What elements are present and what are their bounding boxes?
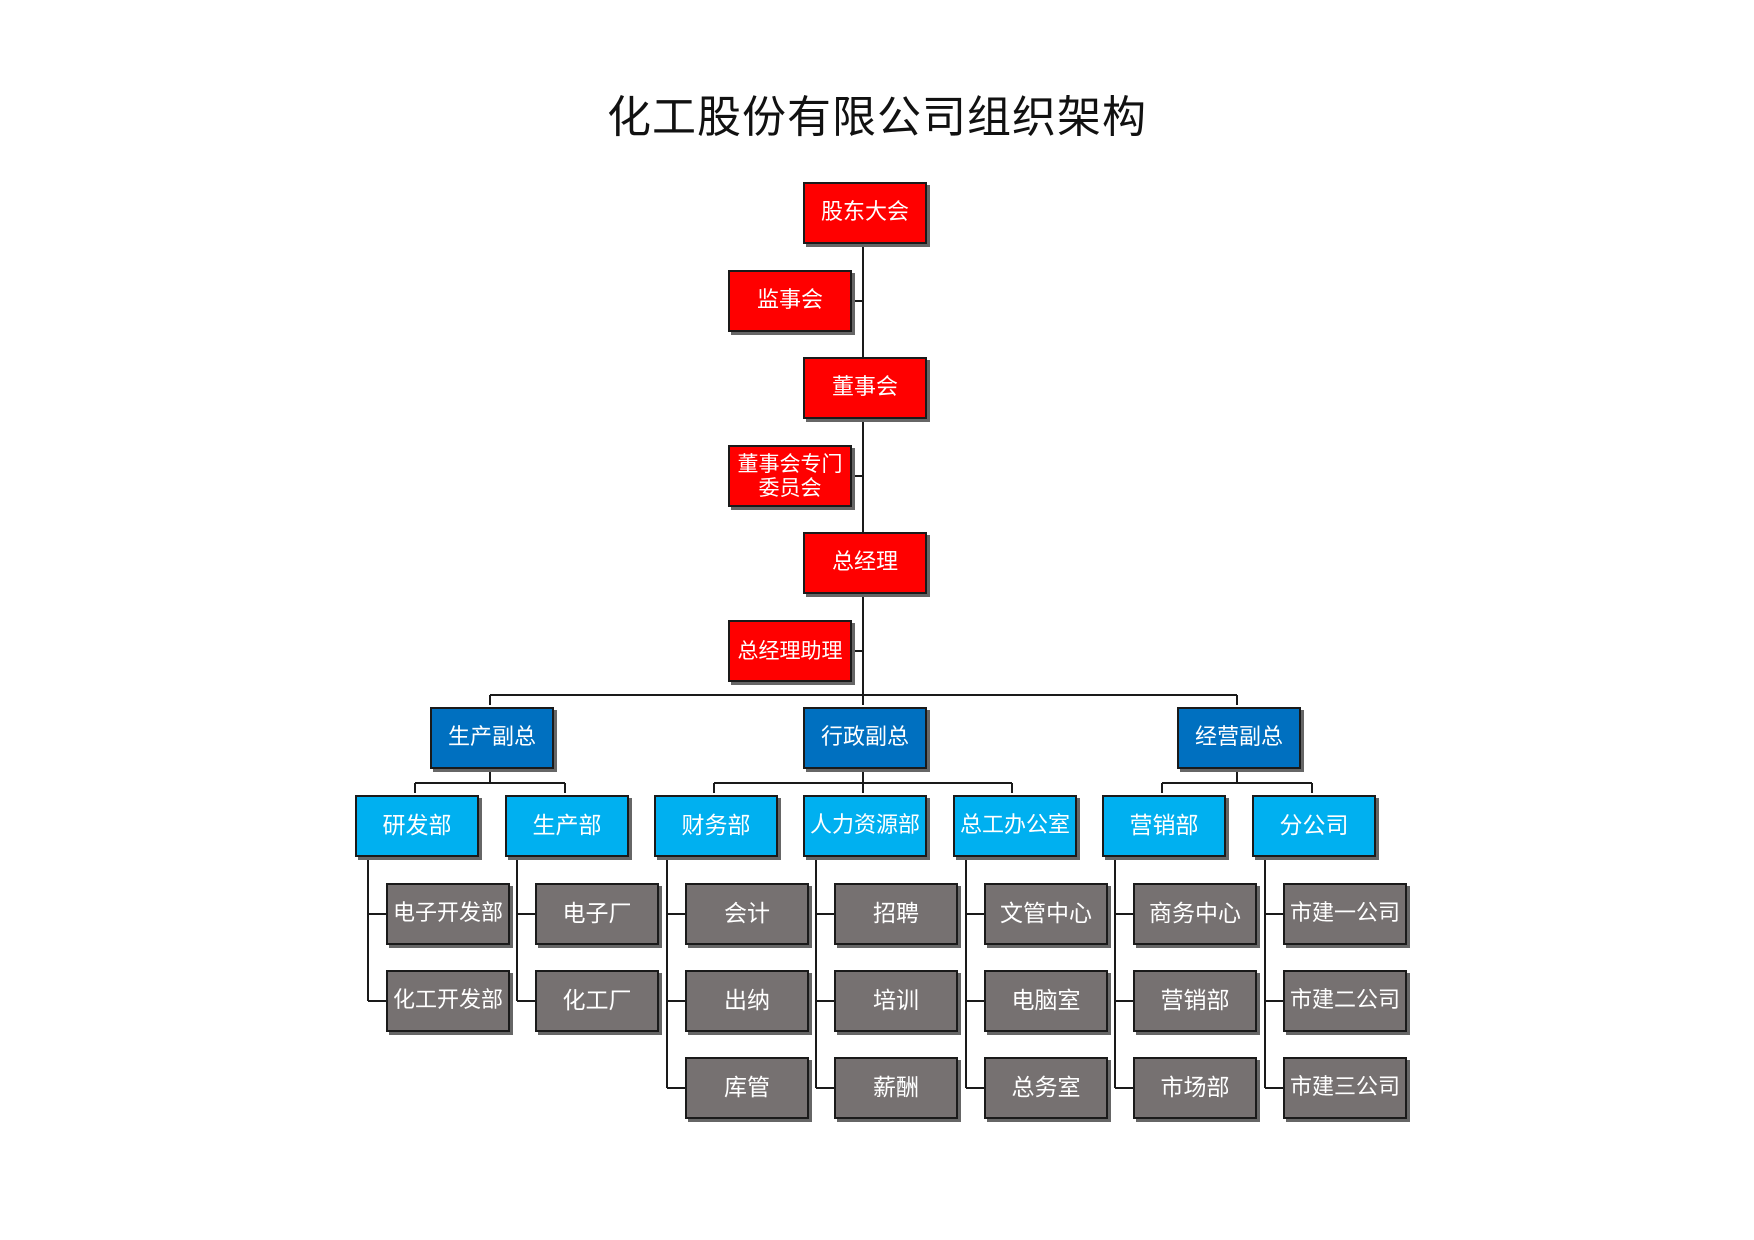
node-label: 文管中心 xyxy=(1000,900,1092,927)
shareholders-meeting-node: 股东大会 xyxy=(803,182,927,244)
market-dept-node: 市场部 xyxy=(1133,1057,1257,1119)
node-label: 行政副总 xyxy=(820,725,909,751)
gm-assistant-node: 总经理助理 xyxy=(728,620,852,682)
chart-title: 化工股份有限公司组织架构 xyxy=(607,92,1147,143)
business-center-node: 商务中心 xyxy=(1133,883,1257,945)
production-dept-node: 生产部 xyxy=(505,795,629,857)
hr-dept-node: 人力资源部 xyxy=(803,795,927,857)
node-label: 商务中心 xyxy=(1149,900,1241,927)
vp-production-node: 生产副总 xyxy=(430,707,554,769)
node-label: 分公司 xyxy=(1279,812,1349,839)
general-manager-node: 总经理 xyxy=(803,532,927,594)
node-label: 电脑室 xyxy=(1011,987,1081,1014)
node-label: 市建三公司 xyxy=(1289,1075,1400,1101)
node-label: 生产副总 xyxy=(447,725,536,751)
warehouse-node: 库管 xyxy=(685,1057,809,1119)
board-of-directors-node: 董事会 xyxy=(803,357,927,419)
city-construction-2-node: 市建二公司 xyxy=(1283,970,1407,1032)
finance-dept-node: 财务部 xyxy=(654,795,778,857)
node-label: 电子开发部 xyxy=(392,901,503,927)
node-label: 董事会 xyxy=(831,375,898,401)
node-label: 财务部 xyxy=(681,812,751,839)
accounting-node: 会计 xyxy=(685,883,809,945)
node-label: 研发部 xyxy=(382,812,452,839)
node-label: 化工开发部 xyxy=(392,988,503,1014)
node-label: 总工办公室 xyxy=(959,813,1070,839)
node-label: 市建二公司 xyxy=(1289,988,1400,1014)
training-node: 培训 xyxy=(834,970,958,1032)
vp-business-node: 经营副总 xyxy=(1177,707,1301,769)
node-label: 股东大会 xyxy=(820,200,909,226)
node-label: 经营副总 xyxy=(1194,725,1283,751)
node-label: 总务室 xyxy=(1011,1074,1081,1101)
node-label: 市建一公司 xyxy=(1289,901,1400,927)
compensation-node: 薪酬 xyxy=(834,1057,958,1119)
node-label: 监事会 xyxy=(756,288,823,314)
node-label: 培训 xyxy=(873,987,919,1014)
marketing-dept-node: 营销部 xyxy=(1102,795,1226,857)
marketing-sub-node: 营销部 xyxy=(1133,970,1257,1032)
node-label: 会计 xyxy=(724,900,770,927)
city-construction-1-node: 市建一公司 xyxy=(1283,883,1407,945)
node-label: 营销部 xyxy=(1160,987,1230,1014)
vp-admin-node: 行政副总 xyxy=(803,707,927,769)
node-label: 市场部 xyxy=(1160,1074,1230,1101)
rd-dept-node: 研发部 xyxy=(355,795,479,857)
board-committees-node: 董事会专门 委员会 xyxy=(728,445,852,507)
computer-room-node: 电脑室 xyxy=(984,970,1108,1032)
recruiting-node: 招聘 xyxy=(834,883,958,945)
node-label: 出纳 xyxy=(724,987,770,1014)
node-label: 生产部 xyxy=(532,812,602,839)
supervisory-board-node: 监事会 xyxy=(728,270,852,332)
electronics-factory-node: 电子厂 xyxy=(535,883,659,945)
node-label: 总经理 xyxy=(831,550,898,576)
node-label: 人力资源部 xyxy=(809,813,920,839)
document-center-node: 文管中心 xyxy=(984,883,1108,945)
node-label: 董事会专门 委员会 xyxy=(737,451,843,500)
chief-engineer-office-node: 总工办公室 xyxy=(953,795,1077,857)
node-label: 库管 xyxy=(724,1074,770,1101)
node-label: 招聘 xyxy=(873,900,919,927)
electronics-dev-node: 电子开发部 xyxy=(386,883,510,945)
general-affairs-node: 总务室 xyxy=(984,1057,1108,1119)
chemical-dev-node: 化工开发部 xyxy=(386,970,510,1032)
node-label: 薪酬 xyxy=(873,1074,919,1101)
cashier-node: 出纳 xyxy=(685,970,809,1032)
node-label: 电子厂 xyxy=(562,900,632,927)
node-label: 营销部 xyxy=(1129,812,1199,839)
node-label: 化工厂 xyxy=(562,987,632,1014)
branch-company-node: 分公司 xyxy=(1252,795,1376,857)
city-construction-3-node: 市建三公司 xyxy=(1283,1057,1407,1119)
chemical-factory-node: 化工厂 xyxy=(535,970,659,1032)
node-label: 总经理助理 xyxy=(737,638,843,663)
